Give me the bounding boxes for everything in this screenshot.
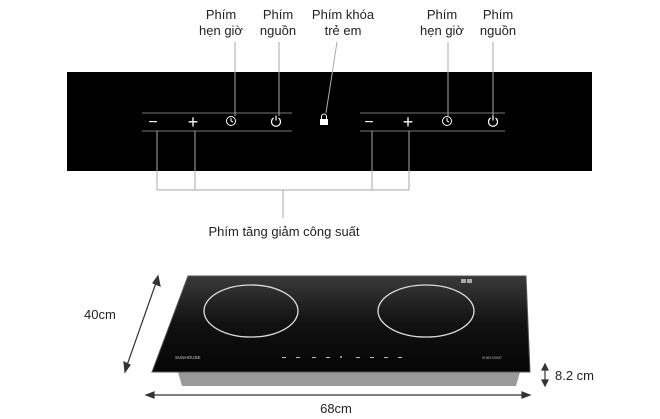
right-power-label-line1: Phím [482,7,514,22]
width-label: 68cm [320,401,352,416]
right-plus-icon[interactable]: + [403,112,414,132]
right-cooking-zone [377,284,475,338]
height-dimension-arrow [541,362,549,388]
control-panel [67,72,592,171]
power-adjust-bracket [156,131,410,218]
width-dimension-arrow [144,391,532,399]
model-label: SHB9105MT [482,356,503,360]
child-lock-leader [325,41,338,114]
child-lock-label-line2: trẻ em [324,23,362,38]
left-timer-label: Phím hẹn giờ [193,7,249,39]
right-timer-label-line2: hẹn giờ [420,23,464,38]
brand-logo: SUNHOUSE [175,355,201,360]
cert-logo-icon [461,279,472,283]
power-adjust-label: Phím tăng giảm công suất [208,224,359,239]
child-lock-label: Phím khóa trẻ em [308,7,378,39]
lock-icon[interactable] [320,113,328,125]
height-label: 8.2 cm [555,368,594,383]
left-timer-icon[interactable] [226,116,236,126]
cooktop-housing [178,372,520,386]
left-timer-label-line2: hẹn giờ [199,23,243,38]
left-power-label-line1: Phím [262,7,294,22]
right-power-icon[interactable] [487,115,499,127]
cooktop-touch-strip [282,356,402,358]
left-minus-icon[interactable]: − [148,114,157,131]
depth-dimension-arrow [123,274,161,374]
right-power-label: Phím nguồn [470,7,526,39]
right-minus-icon[interactable]: − [364,114,373,131]
right-power-label-line2: nguồn [479,23,517,38]
left-timer-label-line1: Phím [205,7,237,22]
left-power-label: Phím nguồn [250,7,306,39]
right-timer-label: Phím hẹn giờ [414,7,470,39]
right-timer-icon[interactable] [442,116,452,126]
left-power-label-line2: nguồn [259,23,297,38]
cooktop-glass [151,275,531,373]
left-power-icon[interactable] [270,115,282,127]
depth-label: 40cm [84,307,116,322]
left-cooking-zone [203,284,299,338]
right-timer-label-line1: Phím [426,7,458,22]
left-plus-icon[interactable]: + [188,112,199,132]
child-lock-label-line1: Phím khóa [311,7,375,22]
